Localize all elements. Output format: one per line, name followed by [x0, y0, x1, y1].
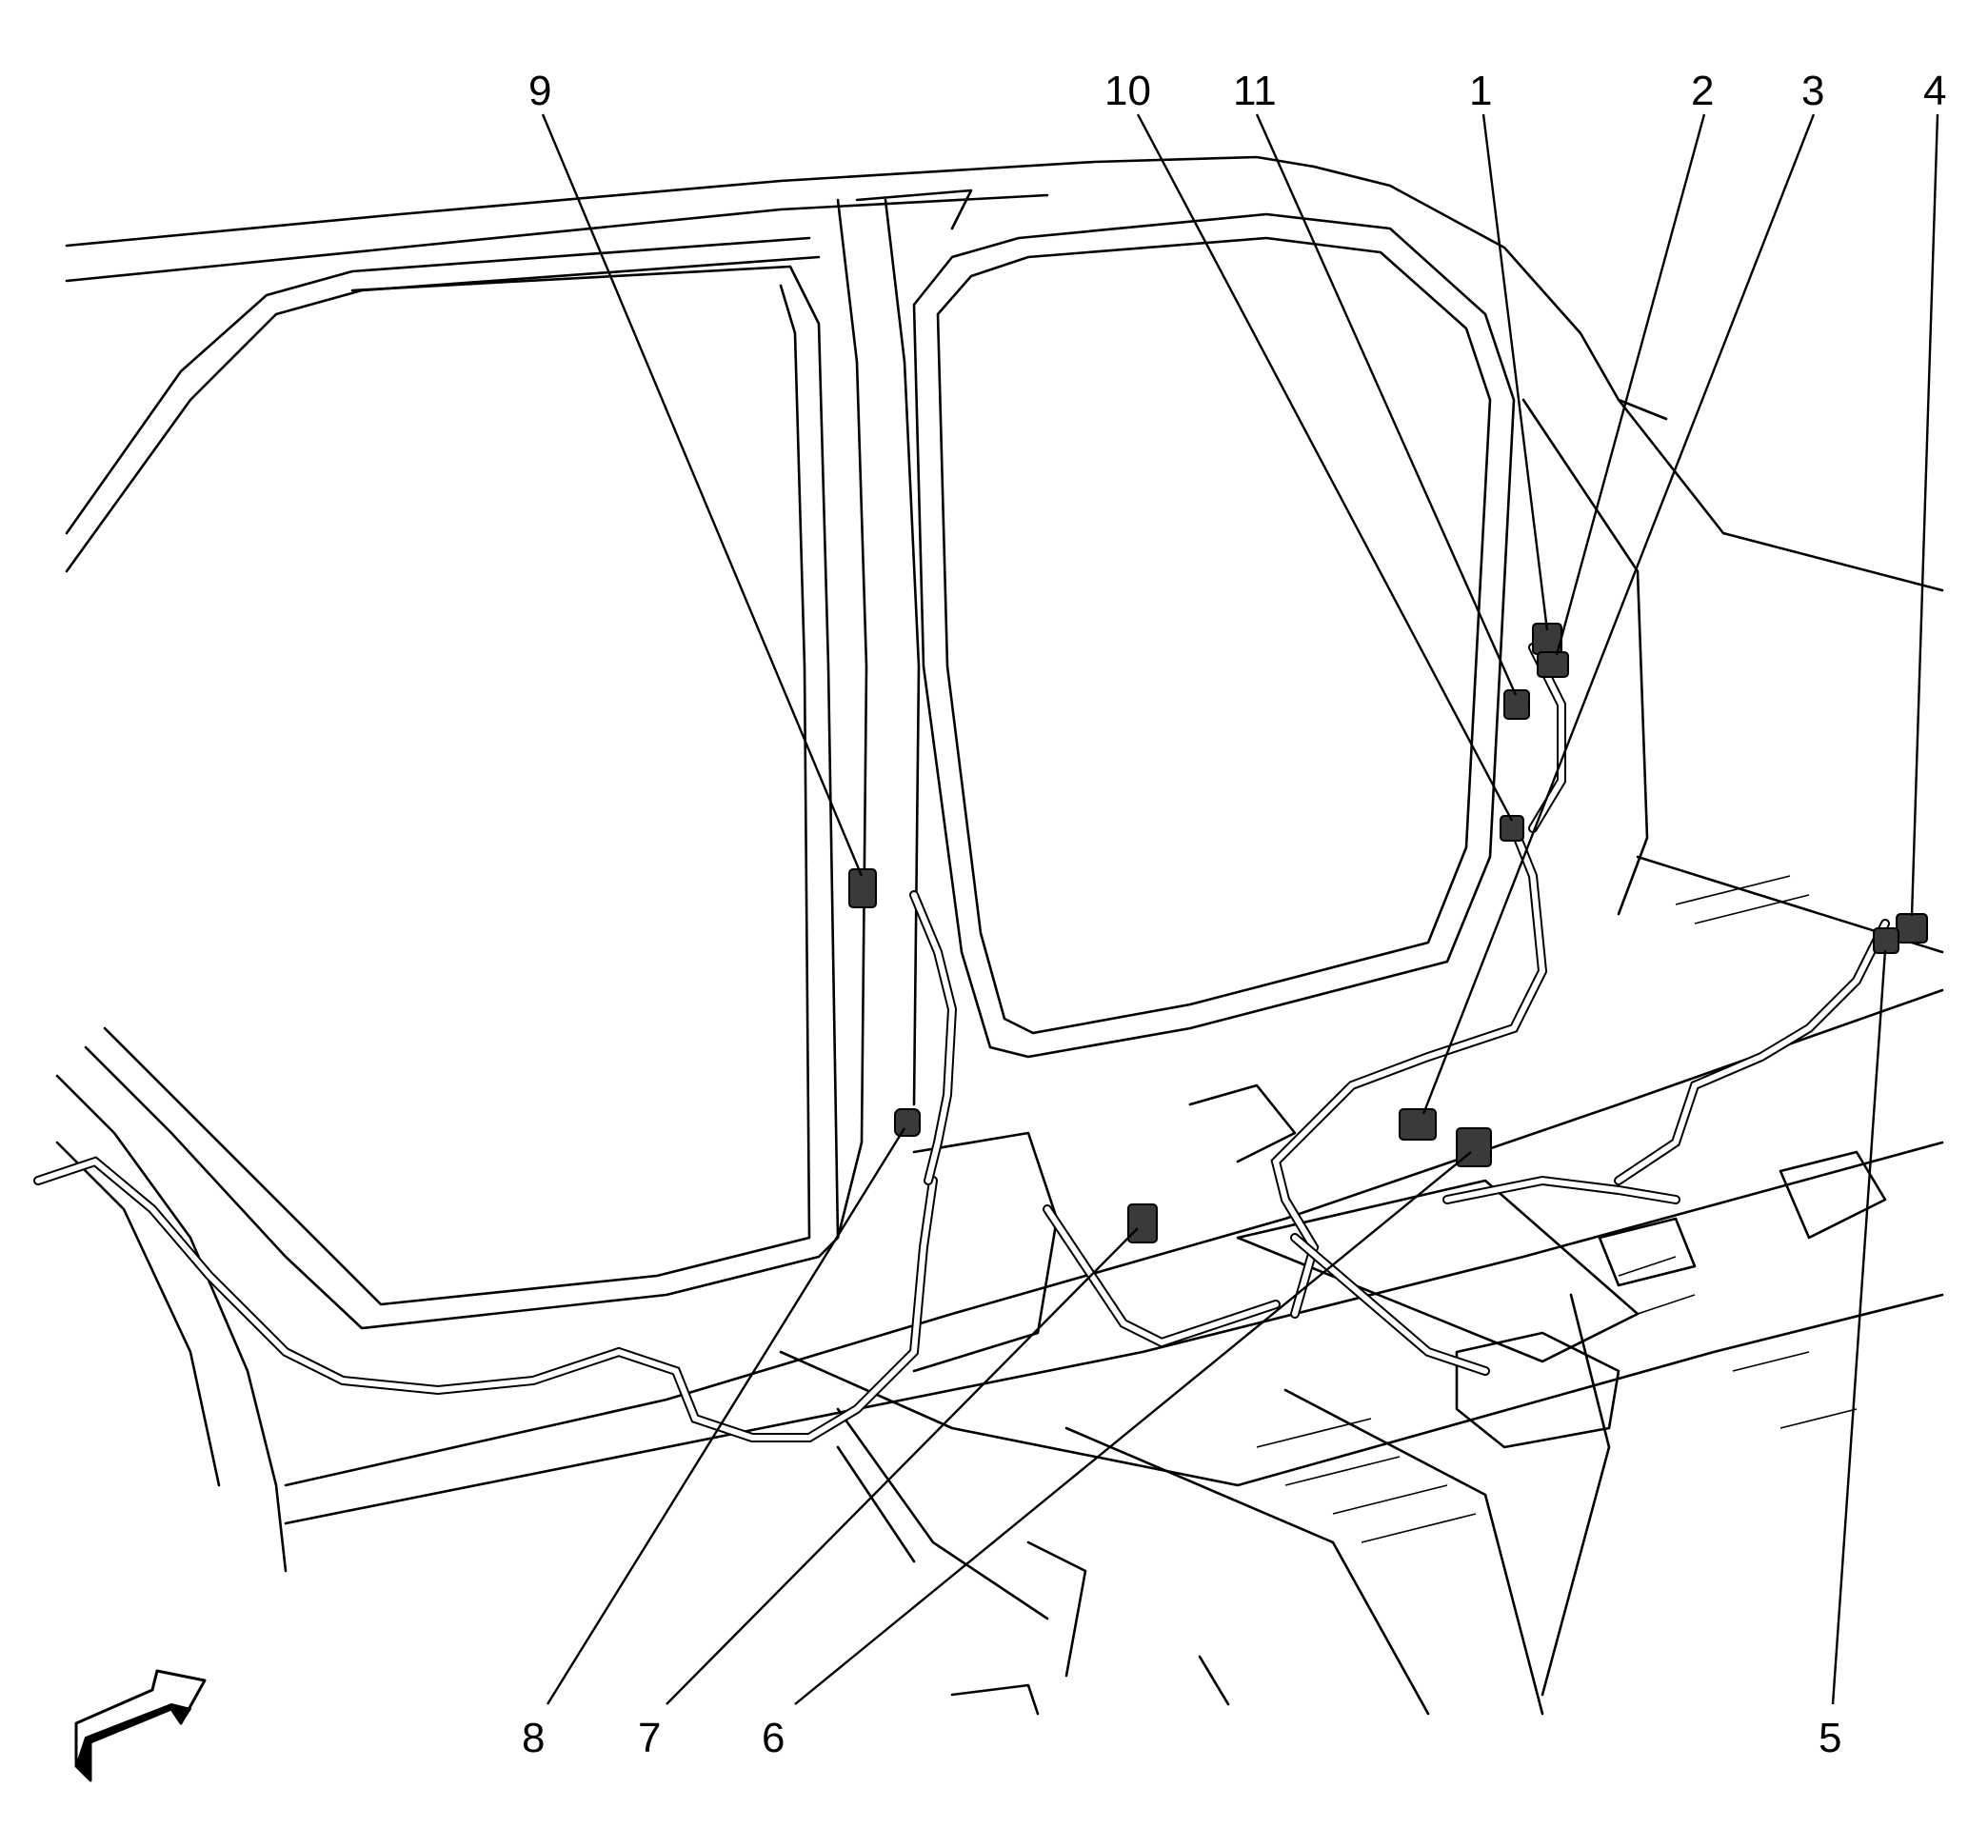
leader-6 [794, 1151, 1472, 1705]
connector-8 [894, 1108, 921, 1137]
forward-arrow-icon [74, 1669, 207, 1782]
leader-9 [541, 113, 864, 877]
leader-11 [1255, 113, 1518, 696]
connector-3 [1399, 1108, 1437, 1141]
callout-5: 5 [1819, 1715, 1841, 1761]
callout-1: 1 [1469, 68, 1492, 114]
callout-10: 10 [1104, 68, 1151, 114]
wiring-harness [33, 643, 1890, 1442]
leader-8 [546, 1127, 906, 1705]
connector-7 [1127, 1203, 1158, 1243]
connectors [848, 623, 1928, 1243]
callout-3: 3 [1801, 68, 1824, 114]
callout-2: 2 [1691, 68, 1714, 114]
callout-labels: 1 2 3 4 5 6 7 8 9 10 11 [522, 68, 1946, 1761]
vehicle-body-outline [55, 155, 1944, 1716]
callout-4: 4 [1923, 68, 1946, 114]
connector-11 [1503, 689, 1530, 720]
connector-4 [1896, 913, 1928, 944]
connector-5 [1873, 927, 1899, 954]
callout-9: 9 [528, 68, 551, 114]
leader-7 [666, 1227, 1139, 1705]
leader-2 [1555, 113, 1706, 656]
leader-3 [1421, 113, 1816, 1115]
leader-lines [541, 113, 1939, 1705]
connector-9 [848, 868, 877, 908]
callout-8: 8 [522, 1715, 545, 1761]
leader-5 [1831, 949, 1887, 1705]
leader-1 [1481, 113, 1549, 631]
callout-6: 6 [762, 1715, 785, 1761]
callout-7: 7 [638, 1715, 661, 1761]
callout-11: 11 [1233, 68, 1277, 114]
connector-2 [1537, 651, 1569, 678]
leader-10 [1136, 113, 1514, 822]
connector-10 [1500, 815, 1524, 842]
leader-4 [1910, 113, 1939, 917]
